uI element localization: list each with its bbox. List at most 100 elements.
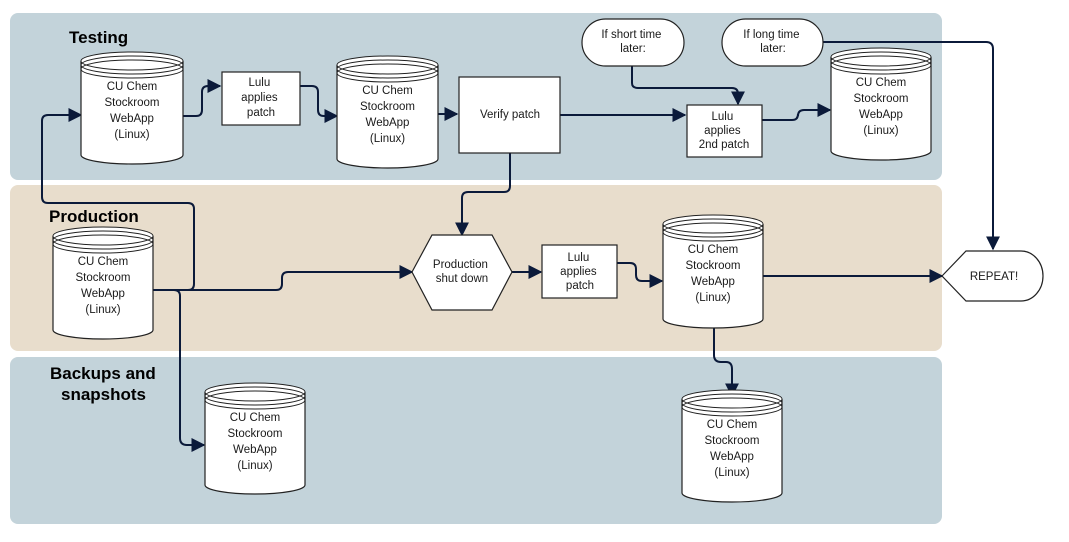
db-backup-initial-label-line-2: Stockroom <box>228 428 283 440</box>
db-testing-patched-label-line-1: CU Chem <box>362 85 412 97</box>
lulu-testing-line-1: Lulu <box>249 77 271 89</box>
db-backup-initial-rim-3 <box>204 390 306 410</box>
db-production-patched-label-line-3: WebApp <box>691 276 735 288</box>
lulu-testing-line-3: patch <box>247 107 275 119</box>
db-backup-after-patch-label-line-1: CU Chem <box>707 419 757 431</box>
verify-patch: Verify patch <box>458 76 561 154</box>
db-testing-2nd-patch-rim-3 <box>830 55 932 75</box>
db-testing-source-label-line-4: (Linux) <box>114 129 149 141</box>
db-backup-after-patch-body <box>681 399 783 503</box>
svg-text:Lulu applies patch: Lulu applies patch <box>241 77 281 119</box>
long-time-line-1: If long time <box>743 29 799 41</box>
edge-long-to-repeat <box>823 41 1000 251</box>
db-production-patched-rim-2 <box>662 218 764 238</box>
db-testing-2nd-patch-label-line-3: WebApp <box>859 109 903 121</box>
db-backup-after-patch-rim-3 <box>681 397 783 417</box>
db-production-patched-label-line-1: CU Chem <box>688 244 738 256</box>
db-testing-source-rim-1 <box>80 51 184 71</box>
db-backup-after-patch-label-line-3: WebApp <box>710 451 754 463</box>
svg-text:Lulu applies patch: Lulu applies patch <box>560 252 600 292</box>
db-testing-2nd-patch-body <box>830 57 932 161</box>
db-production-rim-3 <box>52 234 154 254</box>
db-production-patched-label-line-2: Stockroom <box>686 260 741 272</box>
db-production-rim-2 <box>52 230 154 250</box>
db-production-patched-rim-1 <box>662 214 764 234</box>
db-testing-patched-label-line-2: Stockroom <box>360 101 415 113</box>
lulu-applies-patch-production: Lulu applies patch <box>541 244 618 299</box>
db-backup-initial-body <box>204 392 306 495</box>
backups-lane-title: Backups and snapshots <box>50 364 161 404</box>
verify-patch-label: Verify patch <box>480 109 540 121</box>
db-testing-2nd-patch-label-line-2: Stockroom <box>854 93 909 105</box>
db-testing-source-rim-2 <box>80 55 184 75</box>
db-backup-initial-rim-1 <box>204 382 306 402</box>
lulu-applies-patch-testing: Lulu applies patch <box>221 71 301 126</box>
db-testing-patched-rim-3 <box>336 63 439 83</box>
db-production-label-line-2: Stockroom <box>76 272 131 284</box>
db-backup-initial-label-line-1: CU Chem <box>230 412 280 424</box>
repeat-label: REPEAT! <box>970 271 1018 283</box>
svg-text:Production shut down: Production shut down <box>433 259 491 285</box>
lulu-2nd-line-1: Lulu <box>712 111 734 123</box>
db-backup-after-patch-label-line-4: (Linux) <box>714 467 749 479</box>
db-backup-initial-rim-2 <box>204 386 306 406</box>
edge-verify-to-shutdown <box>455 153 511 237</box>
edge-db1-to-lulu1 <box>183 79 222 117</box>
db-backup-after-patch-rim-1 <box>681 389 783 409</box>
db-testing-source-label-line-1: CU Chem <box>107 81 157 93</box>
db-testing-source-body <box>80 61 184 165</box>
lulu-2nd-line-2: applies <box>704 125 741 137</box>
testing-lane-title: Testing <box>69 28 128 47</box>
production-shut-down: Production shut down <box>411 234 513 311</box>
db-testing-2nd-patch-rim-2 <box>830 51 932 71</box>
db-production-label-line-4: (Linux) <box>85 304 120 316</box>
lulu-applies-2nd-patch: Lulu applies 2nd patch <box>686 104 763 158</box>
svg-text:Lulu applies 2nd p: Lulu applies 2nd patch <box>699 111 750 151</box>
edges <box>41 41 1000 452</box>
edge-lulu2-to-db3 <box>762 103 832 121</box>
db-testing-source-label-line-3: WebApp <box>110 113 154 125</box>
backups-lane-title-line-2: snapshots <box>61 385 146 404</box>
db-testing-patched-label-line-3: WebApp <box>366 117 410 129</box>
db-testing-patched-body <box>336 65 439 169</box>
db-production-body <box>52 236 154 340</box>
lulu-testing-line-2: applies <box>241 92 278 104</box>
edge-lulu3-to-db4 <box>617 262 664 288</box>
db-testing-patched-rim-2 <box>336 59 439 79</box>
lulu-prod-line-3: patch <box>566 280 594 292</box>
lulu-prod-line-2: applies <box>560 266 597 278</box>
backups-lane-title-line-1: Backups and <box>50 364 156 383</box>
svg-text:If long time later:: If long time later: <box>743 29 802 55</box>
db-testing-source-rim-3 <box>80 59 184 79</box>
edge-db4-to-backup2 <box>713 328 739 398</box>
edge-proddb-to-shutdown <box>153 265 414 291</box>
long-time-line-2: later: <box>760 43 786 55</box>
edge-proddb-to-backup1 <box>153 289 206 452</box>
db-testing-2nd-patch-label-line-1: CU Chem <box>856 77 906 89</box>
db-testing-2nd-patch-label-line-4: (Linux) <box>863 125 898 137</box>
production-lane-title: Production <box>49 207 139 226</box>
db-production-label-line-1: CU Chem <box>78 256 128 268</box>
db-production-patched-rim-3 <box>662 222 764 242</box>
db-backup-initial-label-line-4: (Linux) <box>237 460 272 472</box>
short-time-line-2: later: <box>620 43 646 55</box>
db-backup-initial-label-line-3: WebApp <box>233 444 277 456</box>
db-backup-after-patch-label-line-2: Stockroom <box>705 435 760 447</box>
edge-proddb-to-testing-db1 <box>41 108 195 291</box>
db-testing-patched-rim-1 <box>336 55 439 75</box>
shutdown-line-1: Production <box>433 259 488 271</box>
edge-short-to-lulu2 <box>631 66 745 106</box>
